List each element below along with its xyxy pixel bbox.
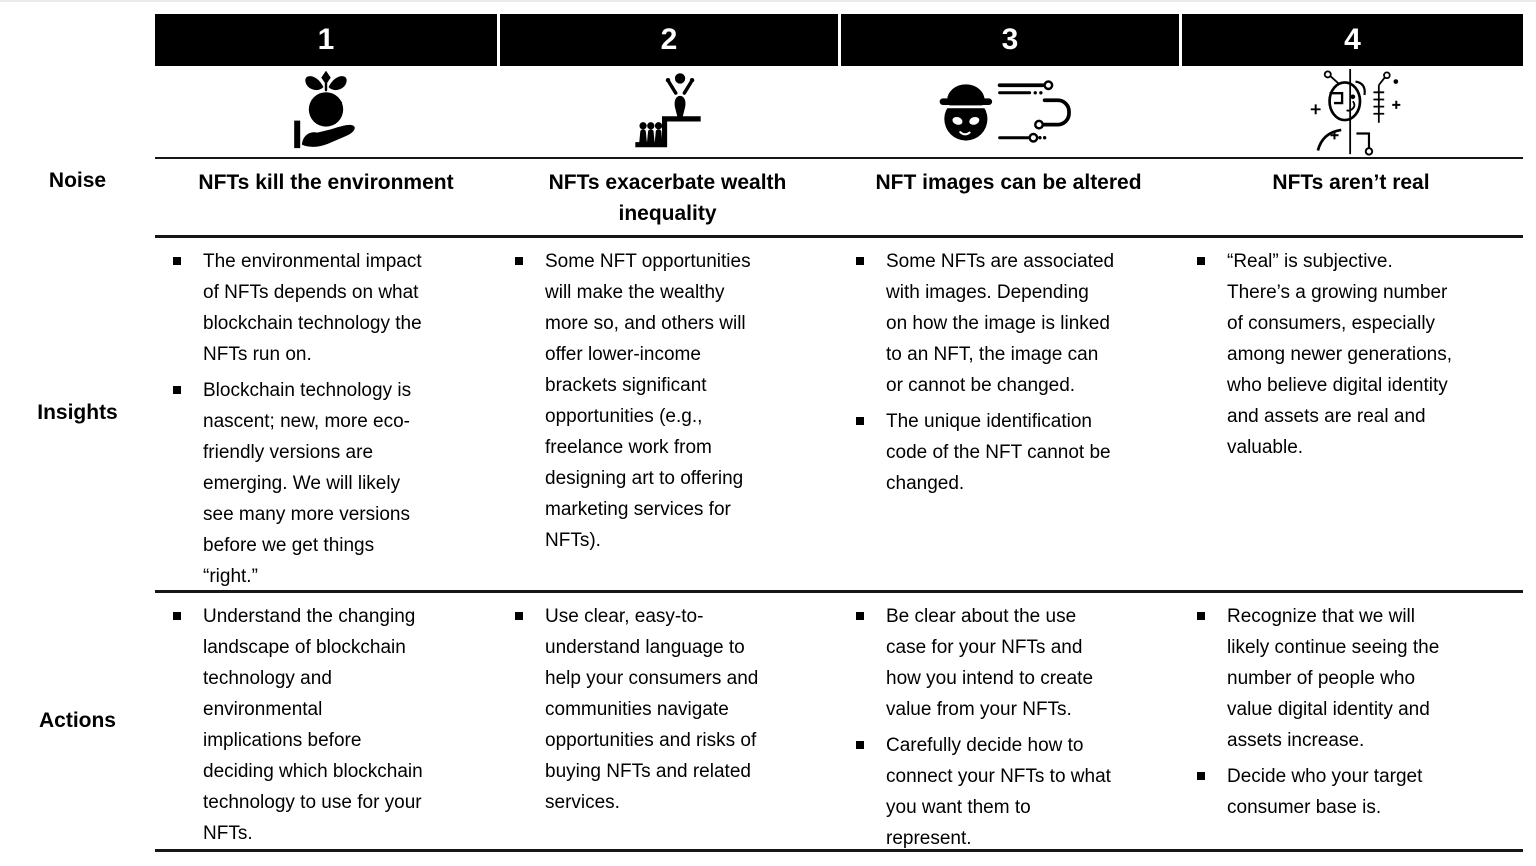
bullet-square-icon <box>856 612 864 620</box>
list-item: Blockchain technology is nascent; new, m… <box>171 375 493 592</box>
column-header-4: 4 <box>1179 14 1523 66</box>
people-climbing-steps-icon <box>634 72 701 147</box>
icon-cell-1 <box>155 66 497 157</box>
column-number: 3 <box>1001 23 1019 56</box>
column-header-2: 2 <box>497 14 838 66</box>
column-number: 4 <box>1344 23 1361 56</box>
bullet-text: “Real” is subjective. There’s a growing … <box>1227 251 1452 458</box>
noise-heading-3: NFT images can be altered <box>838 157 1179 235</box>
nft-noise-insights-actions-table: 1 2 3 4 <box>0 14 1536 852</box>
row-label-text: Noise <box>48 169 107 192</box>
list-item: Decide who your target consumer base is. <box>1195 761 1519 823</box>
insights-cell-4: “Real” is subjective. There’s a growing … <box>1179 235 1523 590</box>
bullet-square-icon <box>856 417 864 425</box>
actions-cell-4: Recognize that we will likely continue s… <box>1179 590 1523 852</box>
noise-heading-1: NFTs kill the environment <box>155 157 497 235</box>
insights-cell-3: Some NFTs are associated with images. De… <box>838 235 1179 590</box>
bullet-square-icon <box>856 257 864 265</box>
noise-heading-4: NFTs aren’t real <box>1179 157 1523 235</box>
actions-cell-3: Be clear about the use case for your NFT… <box>838 590 1179 852</box>
bullet-square-icon <box>173 257 181 265</box>
column-number: 1 <box>317 23 335 56</box>
thief-circuit-icon <box>939 80 1071 143</box>
list-item: The environmental impact of NFTs depends… <box>171 246 493 370</box>
bullet-text: Some NFT opportunities will make the wea… <box>545 251 751 551</box>
bullet-text: Blockchain technology is nascent; new, m… <box>203 380 412 587</box>
bullet-text: Decide who your target consumer base is. <box>1227 766 1423 818</box>
list-item: Carefully decide how to connect your NFT… <box>854 730 1175 854</box>
row-label-noise: Noise <box>0 157 155 235</box>
list-item: Some NFT opportunities will make the wea… <box>513 246 834 556</box>
row-label-text: Insights <box>37 400 118 424</box>
bullet-square-icon <box>1197 257 1205 265</box>
bullet-square-icon <box>173 612 181 620</box>
row-label-text: Actions <box>38 709 116 732</box>
bullet-text: Use clear, easy-to- understand language … <box>545 606 759 813</box>
icon-cell-3 <box>838 66 1179 157</box>
bullet-text: Understand the changing landscape of blo… <box>203 606 423 844</box>
column-header-1: 1 <box>155 14 497 66</box>
digital-identity-head-icon <box>1310 68 1400 156</box>
column-header-3: 3 <box>838 14 1179 66</box>
actions-cell-2: Use clear, easy-to- understand language … <box>497 590 838 852</box>
icon-cell-2 <box>497 66 838 157</box>
list-item: Some NFTs are associated with images. De… <box>854 246 1175 401</box>
list-item: Be clear about the use case for your NFT… <box>854 601 1175 725</box>
bullet-square-icon <box>515 257 523 265</box>
actions-cell-1: Understand the changing landscape of blo… <box>155 590 497 852</box>
insights-cell-2: Some NFT opportunities will make the wea… <box>497 235 838 590</box>
bullet-square-icon <box>1197 612 1205 620</box>
list-item: Understand the changing landscape of blo… <box>171 601 493 849</box>
insights-cell-1: The environmental impact of NFTs depends… <box>155 235 497 590</box>
hand-holding-earth-sprout-icon <box>294 70 355 148</box>
bullet-square-icon <box>173 386 181 394</box>
icon-row-spacer <box>0 66 155 157</box>
bullet-square-icon <box>856 741 864 749</box>
bullet-text: Some NFTs are associated with images. De… <box>886 251 1115 396</box>
header-row-spacer <box>0 14 155 66</box>
bullet-square-icon <box>515 612 523 620</box>
column-number: 2 <box>660 23 678 56</box>
bullet-text: The unique identification code of the NF… <box>886 411 1111 494</box>
list-item: Use clear, easy-to- understand language … <box>513 601 834 818</box>
bullet-text: Carefully decide how to connect your NFT… <box>886 735 1111 849</box>
noise-heading-2: NFTs exacerbate wealth inequality <box>497 157 838 235</box>
bullet-text: The environmental impact of NFTs depends… <box>203 251 422 365</box>
row-label-actions: Actions <box>0 590 155 852</box>
icon-cell-4 <box>1179 66 1523 157</box>
bullet-square-icon <box>1197 772 1205 780</box>
bullet-text: Recognize that we will likely continue s… <box>1227 606 1440 751</box>
list-item: “Real” is subjective. There’s a growing … <box>1195 246 1519 463</box>
row-label-insights: Insights <box>0 235 155 590</box>
bullet-text: Be clear about the use case for your NFT… <box>886 606 1094 720</box>
list-item: Recognize that we will likely continue s… <box>1195 601 1519 756</box>
list-item: The unique identification code of the NF… <box>854 406 1175 499</box>
